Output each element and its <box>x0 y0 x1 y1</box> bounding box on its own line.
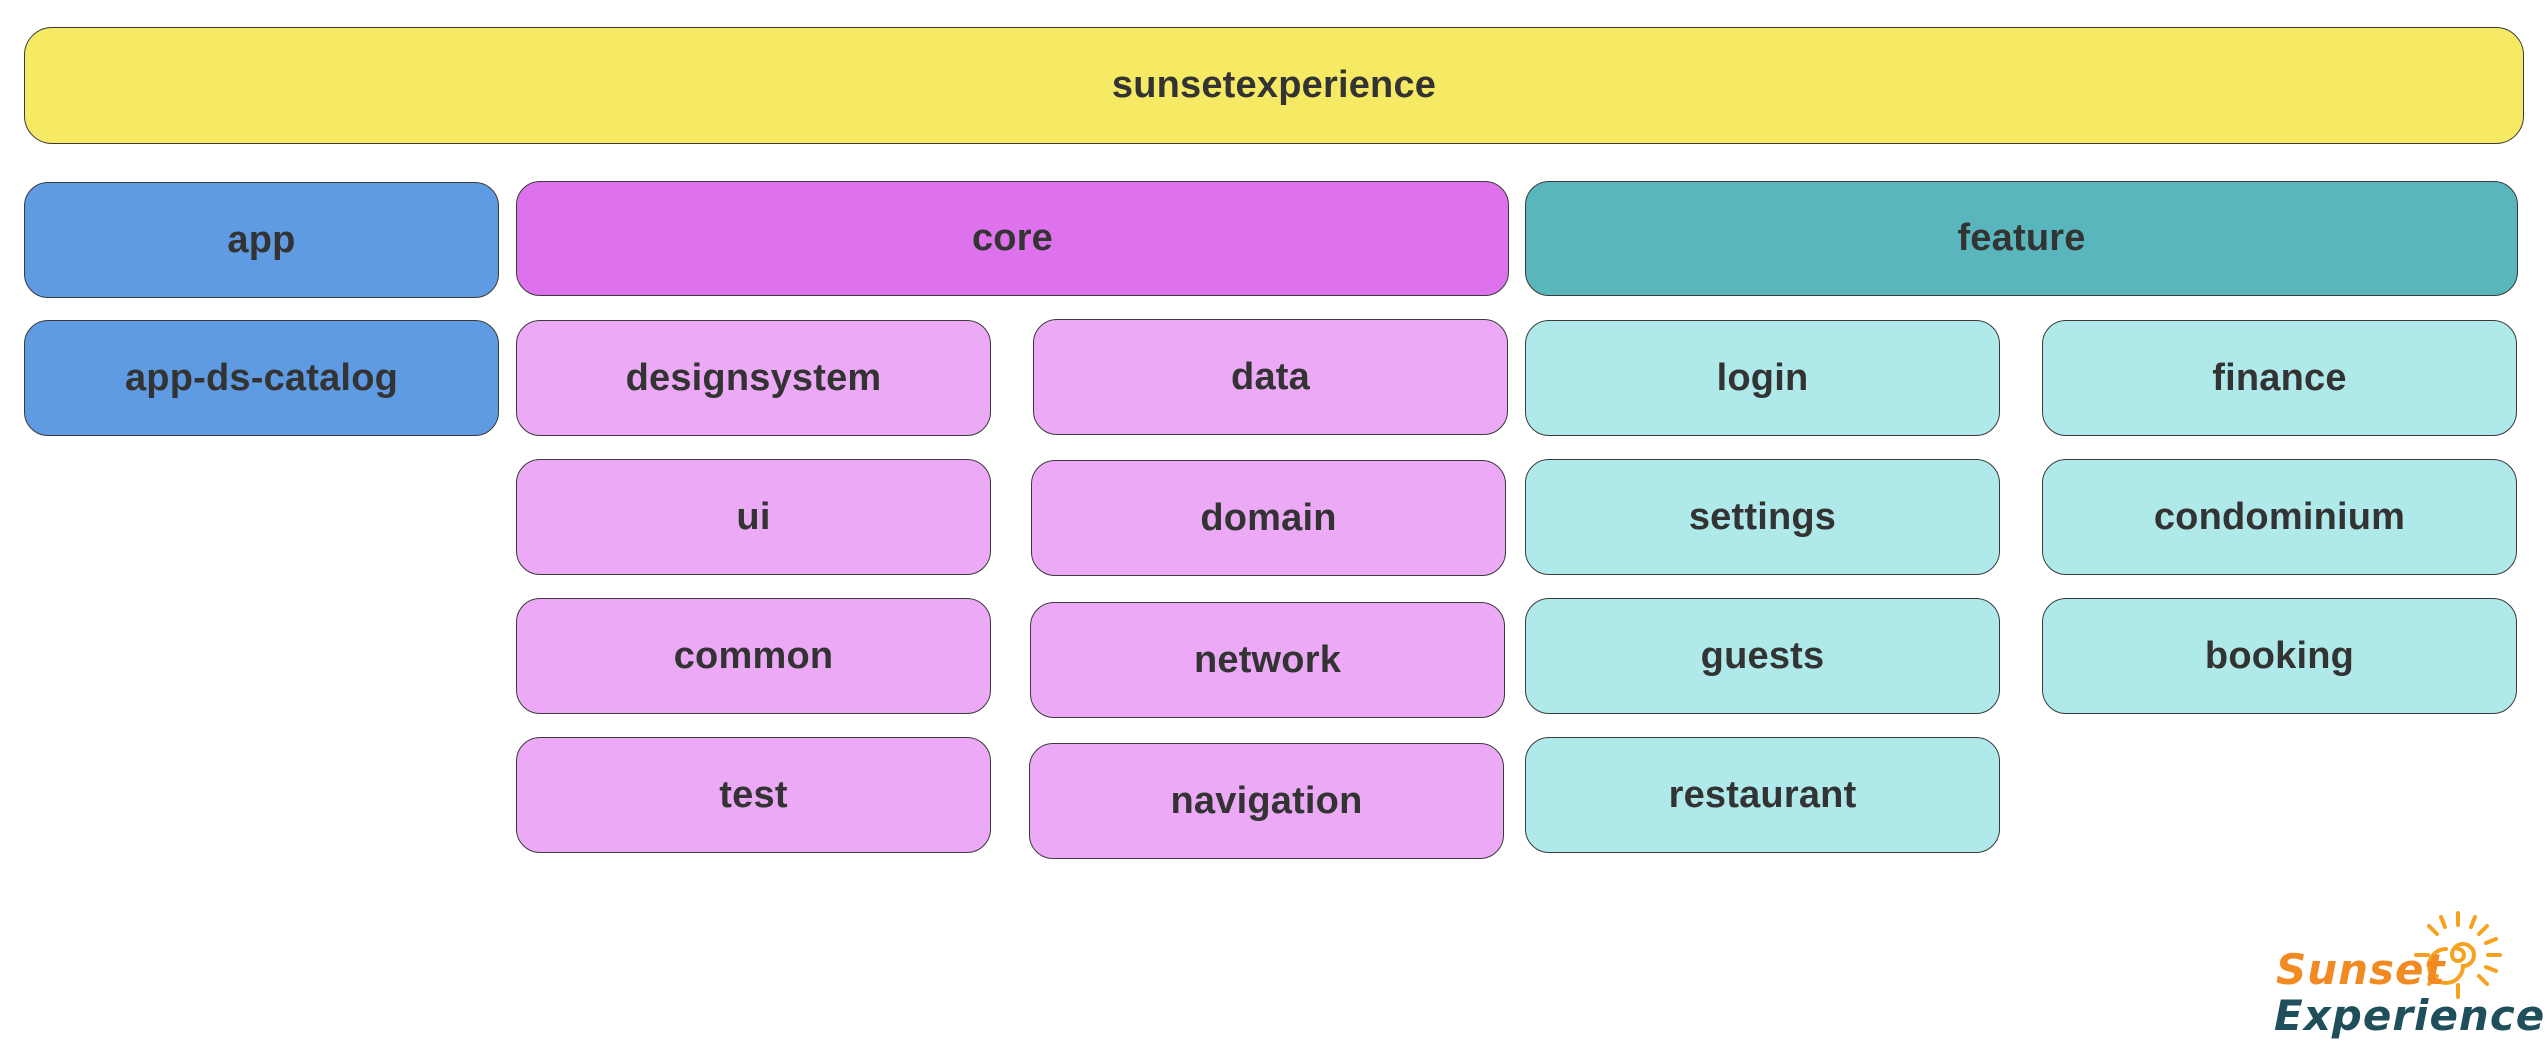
module-guests: guests <box>1525 598 2000 714</box>
module-test: test <box>516 737 991 853</box>
module-finance: finance <box>2042 320 2517 436</box>
module-navigation: navigation <box>1029 743 1504 859</box>
module-app-ds-catalog: app-ds-catalog <box>24 320 499 436</box>
module-settings: settings <box>1525 459 2000 575</box>
module-designsystem: designsystem <box>516 320 991 436</box>
sun-spiral-icon <box>2414 911 2502 999</box>
module-data: data <box>1033 319 1508 435</box>
module-network: network <box>1030 602 1505 718</box>
module-sunsetexperience: sunsetexperience <box>24 27 2524 144</box>
logo-line-sunset: Sunset <box>2276 945 2446 994</box>
sunset-experience-logo: Sunset Experience <box>2260 905 2544 1055</box>
module-feature: feature <box>1525 181 2518 296</box>
module-common: common <box>516 598 991 714</box>
module-domain: domain <box>1031 460 1506 576</box>
module-login: login <box>1525 320 2000 436</box>
module-booking: booking <box>2042 598 2517 714</box>
module-core: core <box>516 181 1509 296</box>
module-restaurant: restaurant <box>1525 737 2000 853</box>
module-app: app <box>24 182 499 298</box>
logo-line-experience: Experience <box>2274 991 2546 1040</box>
module-condominium: condominium <box>2042 459 2517 575</box>
module-ui: ui <box>516 459 991 575</box>
